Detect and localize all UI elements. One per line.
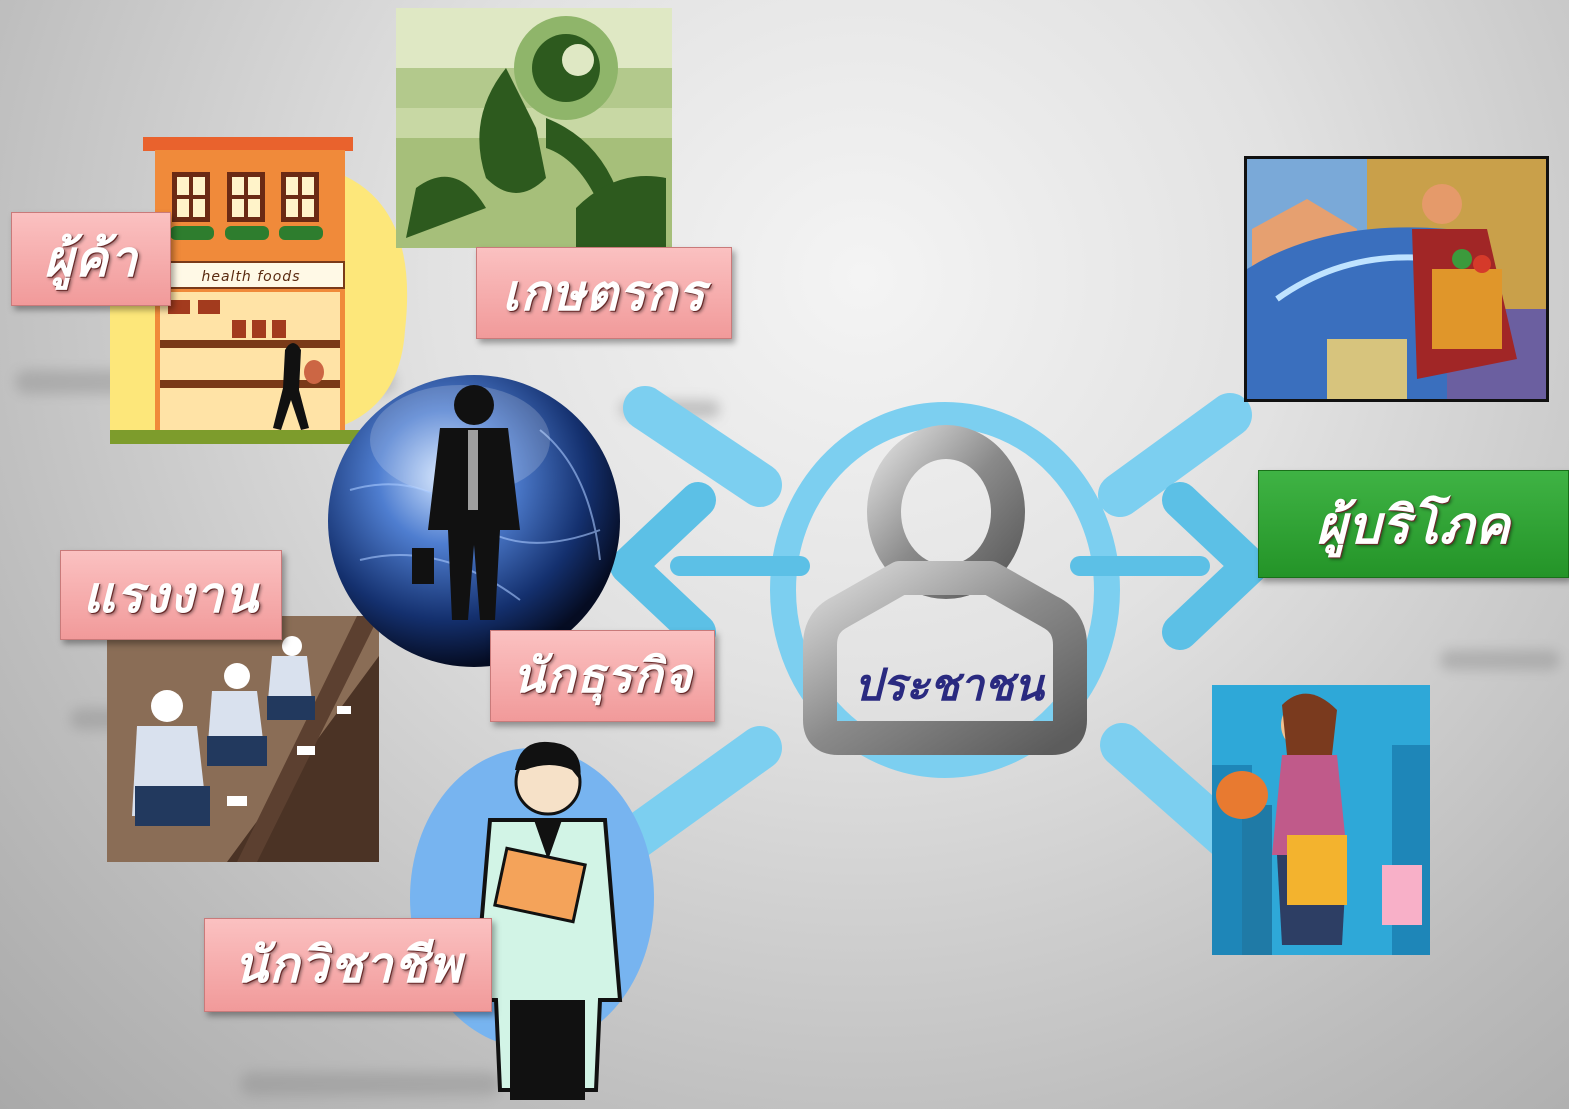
- ray-upper-left: [623, 386, 782, 507]
- label-consumer: ผู้บริโภค: [1258, 470, 1569, 578]
- label-farmer: เกษตรกร: [476, 247, 732, 339]
- arrow-left-icon: [610, 482, 810, 650]
- label-professional: นักวิชาชีพ: [204, 918, 492, 1012]
- ray-lower-left: [603, 726, 782, 867]
- label-laborer: แรงงาน: [60, 550, 282, 640]
- arrow-right-icon: [1070, 482, 1268, 650]
- label-businessman: นักธุรกิจ: [490, 630, 715, 722]
- center-label-people: ประชาชน: [854, 660, 1044, 711]
- farmer-illustration: [396, 8, 672, 248]
- shopper-illustration: [1212, 685, 1430, 955]
- person-icon: [803, 425, 1087, 755]
- store-sign: health foods: [201, 269, 301, 285]
- grocery-illustration: [1244, 156, 1549, 402]
- ray-upper-right: [1098, 393, 1252, 517]
- laborer-illustration: [107, 616, 379, 862]
- label-merchant: ผู้ค้า: [11, 212, 171, 306]
- center-ring: [770, 402, 1120, 778]
